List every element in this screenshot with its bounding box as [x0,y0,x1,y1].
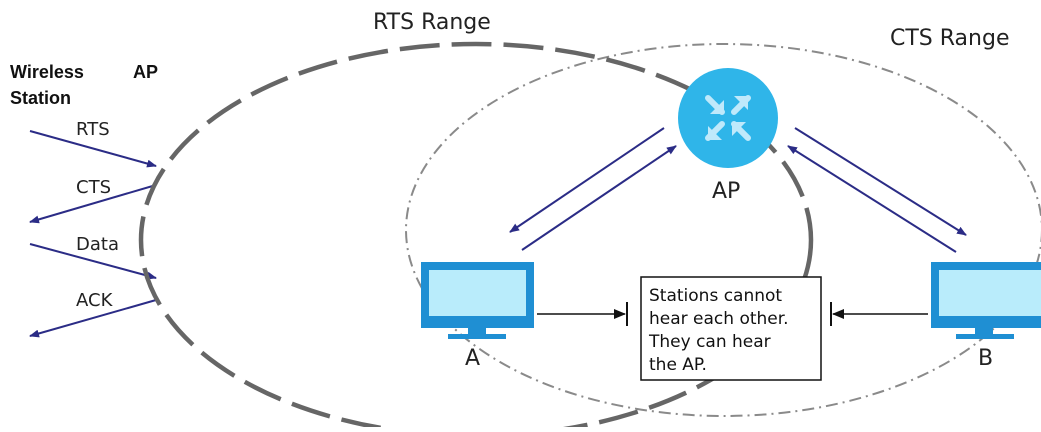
cts-range-label: CTS Range [890,26,1010,51]
rts-label: RTS [76,119,110,140]
note-line-3: They can hear [648,332,771,352]
station-column-label-2: Station [10,88,71,108]
cts-label-bg [884,20,1039,50]
rts-arrow [29,130,157,168]
station-a-label: A [465,346,480,371]
data-label: Data [76,234,119,255]
handshake-sequence: Wireless Station AP RTS CTS Data ACK [10,62,158,338]
note-line-2: hear each other. [649,309,789,329]
ack-label: ACK [76,290,114,311]
station-b-label: B [978,346,993,371]
note-line-4: the AP. [649,355,707,375]
station-b-monitor-icon [931,262,1041,339]
ap-label: AP [712,179,740,204]
cts-range-ellipse [405,43,1041,417]
cts-label: CTS [76,177,111,198]
note-line-1: Stations cannot [649,286,782,306]
rts-label-bg [368,4,518,34]
b-to-ap-arrow [787,145,957,253]
cts-arrow [29,184,157,224]
ap-to-a-arrow [509,127,665,233]
ack-arrow [29,299,157,338]
wireless-router-icon [678,68,778,168]
rts-range-ellipse [138,41,814,432]
station-a-monitor-icon [421,262,534,339]
data-arrow [29,243,157,280]
station-column-label: Wireless [10,62,84,82]
a-to-ap-arrow [521,145,677,251]
note-box: Stations cannot hear each other. They ca… [640,276,822,381]
rts-range-label: RTS Range [373,10,491,35]
ap-column-label: AP [133,62,158,82]
ap-to-b-arrow [794,127,967,236]
